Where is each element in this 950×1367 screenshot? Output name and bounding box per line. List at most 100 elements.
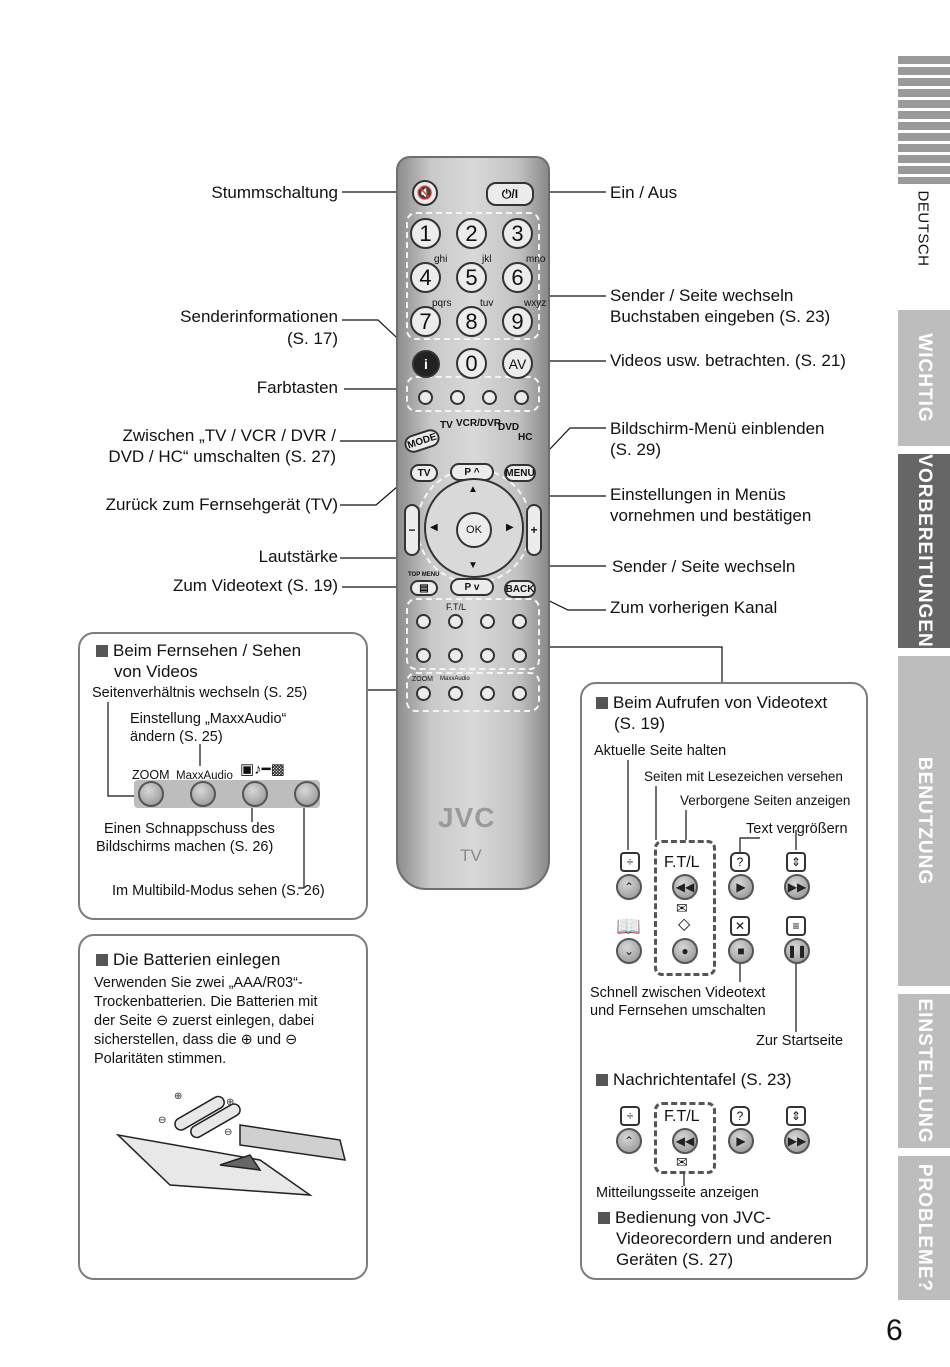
num-6[interactable]: 6 — [502, 262, 533, 293]
letters-pqrs: pqrs — [432, 298, 452, 309]
box3-enlarge: Text vergrößern — [746, 821, 848, 837]
tab-benutzung[interactable]: BENUTZUNG — [898, 656, 950, 986]
label-numbers-2: Buchstaben eingeben (S. 23) — [610, 307, 831, 326]
num-0[interactable]: 0 — [456, 348, 487, 379]
tab-einstellung[interactable]: EINSTELLUNG — [898, 994, 950, 1148]
tt-pause-button[interactable] — [512, 648, 527, 663]
box1-maxx-1: Einstellung „MaxxAudio“ — [130, 711, 287, 727]
msg-up-button[interactable]: ⌃ — [616, 1128, 642, 1154]
tt-size-button[interactable]: ▶▶ — [784, 874, 810, 900]
box1-zoom-button[interactable] — [138, 781, 164, 807]
tt-ff-button[interactable] — [512, 614, 527, 629]
box3-jvc-1: Bedienung von JVC- — [598, 1207, 771, 1228]
msg-reveal-button[interactable]: ▶ — [728, 1128, 754, 1154]
label-p-channel: Sender / Seite wechseln — [612, 557, 796, 576]
info-button[interactable]: i — [412, 350, 440, 378]
teletext-button[interactable]: ▤ — [410, 580, 438, 596]
msg-size-button[interactable]: ▶▶ — [784, 1128, 810, 1154]
arrow-right-icon[interactable]: ▶ — [506, 522, 514, 533]
ftl-group — [654, 840, 716, 976]
arrow-up-icon[interactable]: ▲ — [468, 484, 478, 495]
box1-snap-2: Bildschirms machen (S. 26) — [96, 839, 274, 855]
label-tv: Zurück zum Fernsehgerät (TV) — [105, 495, 338, 514]
zoom-button[interactable] — [416, 686, 431, 701]
color-button-green[interactable] — [450, 390, 465, 405]
num-5[interactable]: 5 — [456, 262, 487, 293]
box2-line-1: Verwenden Sie zwei „AAA/R03“- — [94, 975, 303, 991]
tab-vorbereitungen[interactable]: VORBEREITUNGEN — [898, 454, 950, 648]
diamond-icon: ◇ — [678, 916, 691, 933]
volume-up-button[interactable]: + — [526, 504, 542, 556]
power-button[interactable]: ⏻/I — [486, 182, 534, 206]
back-button[interactable]: BACK — [504, 580, 536, 598]
tab-probleme[interactable]: PROBLEME? — [898, 1156, 950, 1300]
mute-button[interactable]: 🔇 — [412, 180, 438, 206]
tt-rewind-button[interactable] — [448, 614, 463, 629]
p-down-button[interactable]: P v — [450, 578, 494, 596]
reveal-icon: ? — [730, 852, 750, 872]
box1-snap-icons: ▣♪━▩ — [240, 761, 285, 778]
brand-logo: JVC — [438, 802, 496, 833]
tt-pause-big-button[interactable]: ❚❚ — [784, 938, 810, 964]
menu-button[interactable]: MENU — [504, 464, 536, 482]
tt-record-big-button[interactable]: ● — [672, 938, 698, 964]
num-9[interactable]: 9 — [502, 306, 533, 337]
num-1[interactable]: 1 — [410, 218, 441, 249]
tt-reveal-button[interactable]: ▶ — [728, 874, 754, 900]
tv-button[interactable]: TV — [410, 464, 438, 482]
mode-button[interactable]: MODE — [402, 426, 442, 456]
tt-down-button[interactable]: ⌄ — [616, 938, 642, 964]
battery-illustration: ⊕⊖ ⊕⊖ — [115, 1091, 346, 1196]
book-icon: 📖 — [616, 916, 641, 938]
arrow-down-icon[interactable]: ▼ — [468, 560, 478, 571]
label-info-1: Senderinformationen — [180, 307, 338, 326]
num-7[interactable]: 7 — [410, 306, 441, 337]
box2-line-2: Trockenbatterien. Die Batterien mit — [94, 994, 318, 1010]
box1-title-1: Beim Fernsehen / Sehen — [96, 640, 301, 661]
box1-snap-button[interactable] — [242, 781, 268, 807]
box1-multi-button[interactable] — [294, 781, 320, 807]
box-batteries — [78, 934, 368, 1280]
snapshot-button[interactable] — [480, 686, 495, 701]
letters-wxyz: wxyz — [524, 298, 547, 309]
label-info-2: (S. 17) — [286, 329, 338, 348]
label-ok-2: vornehmen und bestätigen — [610, 506, 812, 525]
tab-wichtig[interactable]: WICHTIG — [898, 310, 950, 446]
tt-ftl-button[interactable]: ◀◀ — [672, 874, 698, 900]
arrow-left-icon[interactable]: ◀ — [430, 522, 438, 533]
box1-maxx-2: ändern (S. 25) — [130, 729, 223, 745]
box-teletext — [580, 682, 868, 1280]
color-button-red[interactable] — [418, 390, 433, 405]
num-4[interactable]: 4 — [410, 262, 441, 293]
av-button[interactable]: AV — [502, 348, 533, 379]
tt-play-button[interactable] — [480, 614, 495, 629]
multipicture-button[interactable] — [512, 686, 527, 701]
color-button-blue[interactable] — [514, 390, 529, 405]
ok-button[interactable]: OK — [456, 512, 492, 548]
model-label: TV — [460, 846, 482, 865]
tt-stop-big-button[interactable]: ■ — [728, 938, 754, 964]
color-button-yellow[interactable] — [482, 390, 497, 405]
box1-maxx-button[interactable] — [190, 781, 216, 807]
tt-stop-button[interactable] — [480, 648, 495, 663]
msg-ftl-button[interactable]: ◀◀ — [672, 1128, 698, 1154]
letters-jkl: jkl — [482, 254, 492, 265]
num-3[interactable]: 3 — [502, 218, 533, 249]
cancel-icon: ✕ — [730, 916, 750, 936]
tt-index-button[interactable] — [416, 648, 431, 663]
tt-hold-button[interactable] — [416, 614, 431, 629]
box2-title: Die Batterien einlegen — [96, 949, 280, 970]
top-menu-label: TOP MENU — [408, 572, 440, 578]
maxxaudio-button[interactable] — [448, 686, 463, 701]
tt-up-button[interactable]: ⌃ — [616, 874, 642, 900]
num-8[interactable]: 8 — [456, 306, 487, 337]
box2-line-3: der Seite ⊖ zuerst einlegen, dabei — [94, 1013, 315, 1029]
tt-record-button[interactable] — [448, 648, 463, 663]
box3-hold: Aktuelle Seite halten — [594, 743, 727, 759]
box1-multi: Im Multibild-Modus sehen (S. 26) — [112, 883, 325, 899]
hold-icon: ÷ — [620, 852, 640, 872]
box3-title-2: (S. 19) — [614, 714, 666, 733]
volume-down-button[interactable]: − — [404, 504, 420, 556]
num-2[interactable]: 2 — [456, 218, 487, 249]
mode-dvd: DVD — [498, 422, 520, 433]
